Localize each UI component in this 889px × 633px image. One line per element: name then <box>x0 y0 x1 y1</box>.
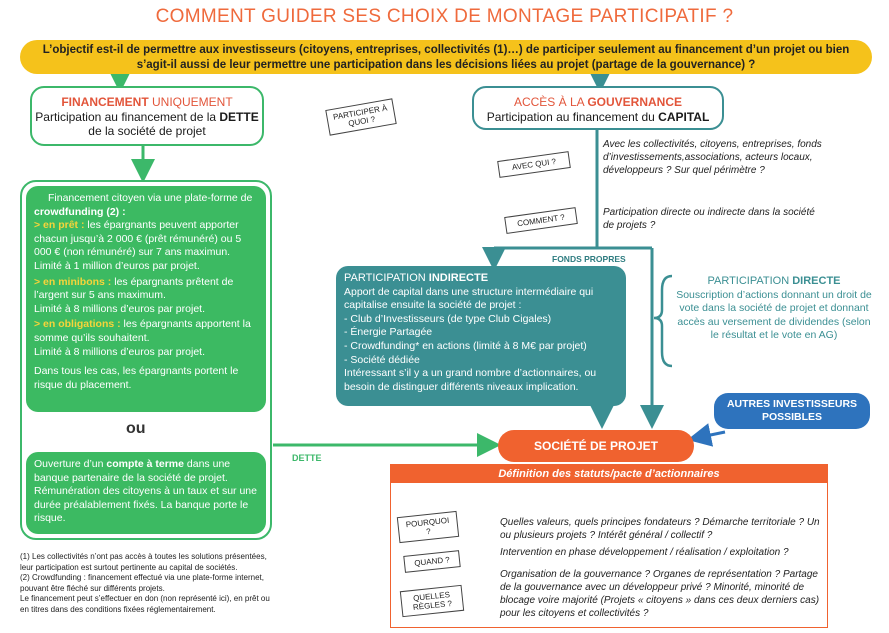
financement-box: FINANCEMENT UNIQUEMENT Participation au … <box>30 86 264 146</box>
gouvernance-box: ACCÈS À LA GOUVERNANCE Participation au … <box>472 86 724 130</box>
ou-separator: ou <box>126 420 146 437</box>
avec-qui-text: Avec les collectivités, citoyens, entrep… <box>603 139 822 176</box>
indirecte-item: - Énergie Partagée <box>344 326 433 339</box>
crowdfunding-box: Financement citoyen via une plate-forme … <box>26 186 266 412</box>
indirecte-box: PARTICIPATION INDIRECTE Apport de capita… <box>336 266 626 406</box>
brace-directe <box>653 274 673 368</box>
quand-text: Intervention en phase développement / ré… <box>500 547 789 558</box>
directe-block: PARTICIPATION DIRECTE Souscription d’act… <box>676 275 872 341</box>
footnote-1: (1) Les collectivités n’ont pas accès à … <box>20 552 267 572</box>
dette-label: DETTE <box>292 453 322 463</box>
main-question: L’objectif est-il de permettre aux inves… <box>20 40 872 74</box>
arrow-autres <box>687 423 726 447</box>
indirecte-item: - Société dédiée <box>344 353 420 366</box>
comment-text: Participation directe ou indirecte dans … <box>603 207 815 231</box>
indirecte-title: PARTICIPATION INDIRECTE <box>344 272 489 284</box>
crowdfunding-minibons: > en minibons : les épargnants prêtent d… <box>34 275 234 302</box>
indirecte-item: - Club d’Investisseurs (de type Club Cig… <box>344 312 552 325</box>
indirecte-item: - Crowdfunding* en actions (limité à 8 M… <box>344 339 587 352</box>
page-title: COMMENT GUIDER SES CHOIX DE MONTAGE PART… <box>155 6 734 27</box>
gouvernance-title: ACCÈS À LA GOUVERNANCE <box>513 95 683 109</box>
crowdfunding-pret: > en prêt : les épargnants peuvent appor… <box>34 219 242 259</box>
footnotes: (1) Les collectivités n’ont pas accès à … <box>20 552 272 615</box>
crowdfunding-obligations: > en obligations : les épargnants apport… <box>34 318 251 344</box>
autres-investisseurs-box: AUTRES INVESTISSEURS POSSIBLES <box>714 393 870 429</box>
gouvernance-subtitle: Participation au financement du CAPITAL <box>486 110 710 124</box>
societe-projet-box: SOCIÉTÉ DE PROJET <box>498 430 694 462</box>
financement-title: FINANCEMENT UNIQUEMENT <box>61 95 233 109</box>
pourquoi-text: Quelles valeurs, quels principes fondate… <box>500 517 820 541</box>
directe-title: PARTICIPATION DIRECTE <box>707 275 841 287</box>
fonds-propres-label: FONDS PROPRES <box>552 254 626 264</box>
definition-bar: Définition des statuts/pacte d’actionnai… <box>391 465 827 483</box>
footnote-2: (2) Crowdfunding : financement effectué … <box>20 573 264 593</box>
regles-text: Organisation de la gouvernance ? Organes… <box>500 569 820 619</box>
compte-terme-box: Ouverture d’un compte à terme dans une b… <box>26 452 266 534</box>
footnote-3: Le financement peut s’effectuer en don (… <box>20 594 270 614</box>
definition-frame <box>390 464 828 628</box>
financement-subtitle: Participation au financement de la DETTE… <box>35 110 259 138</box>
crowdfunding-risk: Dans tous les cas, les épargnants porten… <box>34 365 239 391</box>
